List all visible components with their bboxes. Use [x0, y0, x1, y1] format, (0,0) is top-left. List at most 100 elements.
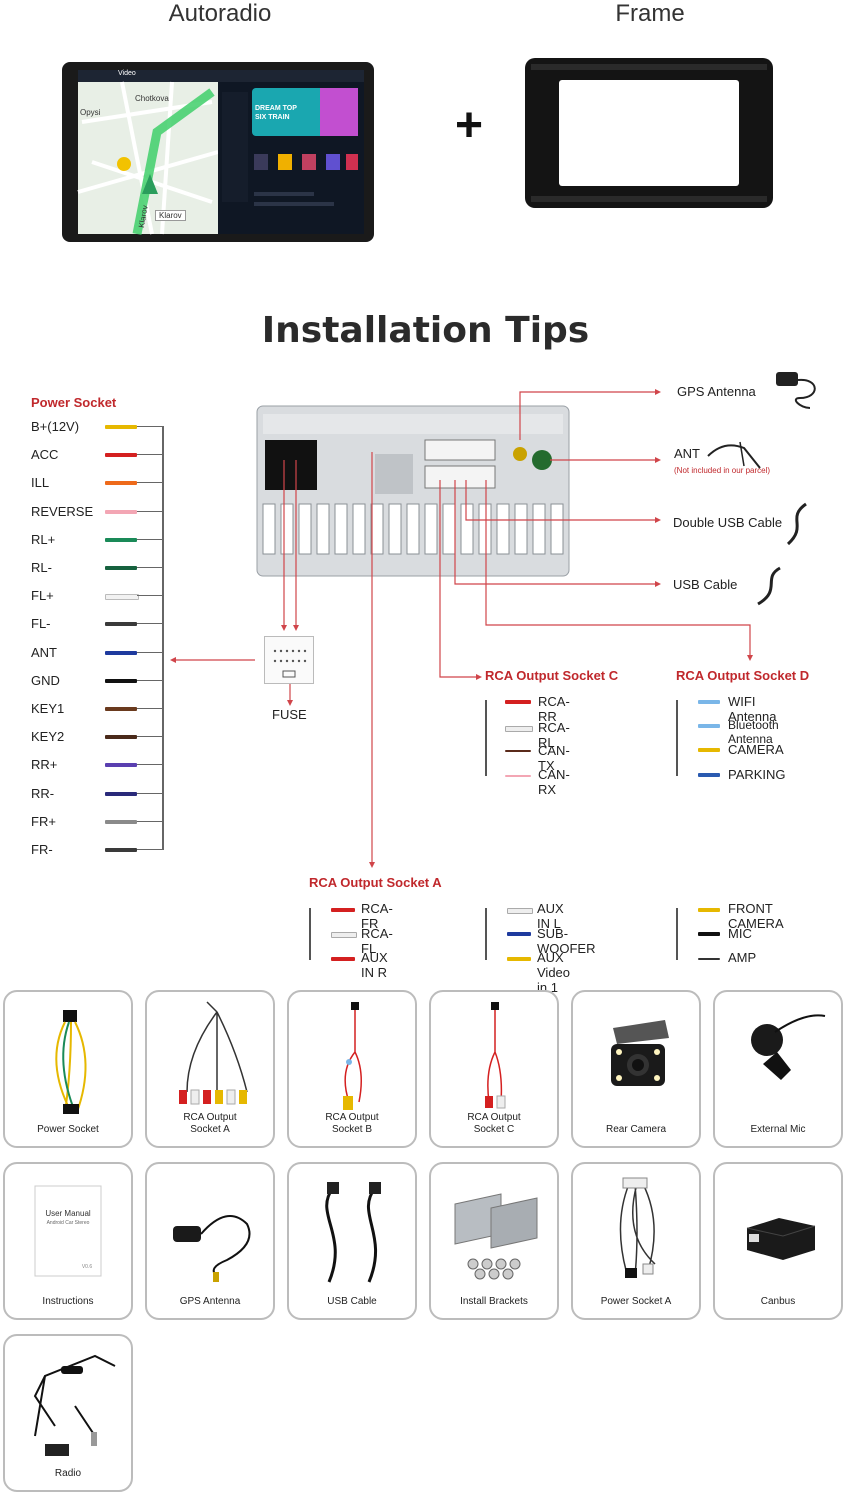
power-pin-label: RL+ — [31, 531, 56, 547]
power-pin-lead — [137, 510, 162, 512]
gps-antenna-label: GPS Antenna — [677, 384, 756, 399]
power-pin-row: RL+ — [31, 531, 55, 549]
power-pin-wire — [105, 622, 137, 627]
accessory-name: Canbus — [760, 1296, 796, 1307]
map-label: Opysi — [80, 108, 101, 117]
socket-a-item: AUX IN R — [361, 950, 388, 980]
gps-antenna-icon — [776, 372, 816, 409]
power-pin-wire — [105, 735, 137, 740]
power-pin-label: ILL — [31, 475, 50, 491]
power-pin-lead — [137, 426, 162, 427]
accessory-image — [325, 1182, 381, 1283]
manual-code: V0.6 — [82, 1264, 93, 1270]
power-pin-wire — [105, 848, 137, 852]
accessory-name: Power Socket — [37, 1124, 99, 1135]
accessory-name: Radio — [54, 1468, 82, 1479]
power-pin-label: GND — [31, 672, 60, 688]
power-pin-row: RR+ — [31, 756, 57, 774]
accessory-name: External Mic — [750, 1124, 806, 1135]
socket-a-item: RCA-FL — [361, 926, 393, 956]
power-pin-lead — [137, 820, 162, 822]
power-pin-label: FL+ — [31, 588, 54, 604]
power-pin-row: KEY1 — [31, 700, 64, 718]
accessory-card: External Mic — [713, 990, 843, 1148]
usb-cable-label: USB Cable — [673, 577, 738, 592]
power-pin-wire — [105, 566, 137, 570]
power-pin-wire — [105, 763, 137, 768]
power-pin-wire — [105, 650, 137, 655]
power-pin-label: RR+ — [31, 757, 58, 773]
power-pin-lead — [137, 567, 162, 568]
power-pin-row: KEY2 — [31, 728, 64, 746]
frame-heading: Frame — [615, 0, 685, 27]
accessory-image — [179, 1001, 248, 1105]
accessory-card: Canbus — [713, 1162, 843, 1320]
power-pin-wire — [105, 819, 137, 824]
power-pin-row: ILL — [31, 474, 49, 492]
power-pin-row: ANT — [31, 644, 57, 662]
power-pin-lead — [137, 651, 162, 653]
accessory-card: USB Cable — [287, 1162, 417, 1320]
socket-a-item: AMP — [728, 950, 757, 965]
power-pin-lead — [137, 708, 162, 709]
accessory-image — [454, 1193, 538, 1280]
socket-d-title: RCA Output Socket D — [676, 668, 810, 683]
map-label: Klarov — [155, 210, 186, 221]
unit-back-image — [255, 404, 571, 578]
fuse-image — [264, 636, 314, 684]
power-pin-lead — [137, 454, 162, 456]
socket-a-item: MIC — [728, 926, 752, 941]
screen-status-label: Video — [118, 70, 136, 77]
power-pin-wire — [105, 707, 137, 711]
power-pin-label: RL- — [31, 560, 52, 575]
manual-subtitle: Android Car Stereo — [47, 1220, 90, 1226]
power-pin-row: GND — [31, 672, 60, 690]
socket-d-item: WIFI Antenna — [728, 694, 777, 724]
accessory-name: RCA Output Socket B — [325, 1112, 379, 1135]
accessory-name: Power Socket A — [600, 1296, 672, 1307]
power-pin-row: ACC — [31, 446, 58, 464]
double-usb-cable-icon — [786, 502, 807, 546]
socket-d-item: CAMERA — [728, 742, 784, 757]
socket-c-item: CAN-RX — [538, 767, 570, 797]
accessory-image — [33, 1354, 116, 1456]
power-pin-lead — [137, 849, 162, 850]
power-pin-label: ANT — [31, 644, 57, 660]
power-pin-row: REVERSE — [31, 503, 93, 521]
fuse-label: FUSE — [272, 707, 307, 722]
power-pin-label: FR+ — [31, 813, 56, 829]
power-pin-wire — [105, 678, 137, 683]
power-pin-label: RR- — [31, 785, 55, 801]
accessory-card: RCA Output Socket B — [287, 990, 417, 1148]
power-pin-row: FR+ — [31, 813, 56, 831]
accessory-card: RCA Output Socket C — [429, 990, 559, 1148]
power-pin-wire — [105, 537, 137, 542]
accessory-name: Install Brackets — [460, 1296, 528, 1307]
accessory-card: Radio — [3, 1334, 133, 1492]
socket-a-item: SUB-WOOFER — [537, 926, 596, 956]
page-title: Installation Tips — [261, 310, 590, 351]
power-pin-row: RL- — [31, 559, 52, 577]
ant-label: ANT — [674, 446, 700, 461]
double-usb-label: Double USB Cable — [673, 515, 783, 530]
accessory-image — [173, 1215, 251, 1282]
socket-a-item: AUX IN L — [537, 901, 564, 931]
power-pin-row: FL+ — [31, 587, 54, 605]
power-pin-lead — [137, 792, 162, 794]
pin-bus-line — [162, 426, 164, 850]
accessory-image — [611, 1020, 669, 1086]
accessory-image — [343, 1002, 362, 1110]
power-pin-label: FR- — [31, 842, 53, 857]
power-pin-row: FR- — [31, 841, 53, 859]
power-pin-wire — [105, 481, 137, 486]
accessory-image — [619, 1177, 656, 1278]
power-pin-wire — [105, 594, 139, 601]
accessory-image — [751, 1014, 826, 1080]
power-pin-wire — [105, 509, 137, 514]
power-pin-label: ACC — [31, 447, 59, 463]
socket-c-item: CAN-TX — [538, 743, 570, 773]
socket-a-item: AUX Video in 1 — [537, 950, 571, 995]
power-pin-wire — [105, 791, 137, 796]
accessory-image — [55, 1010, 87, 1114]
